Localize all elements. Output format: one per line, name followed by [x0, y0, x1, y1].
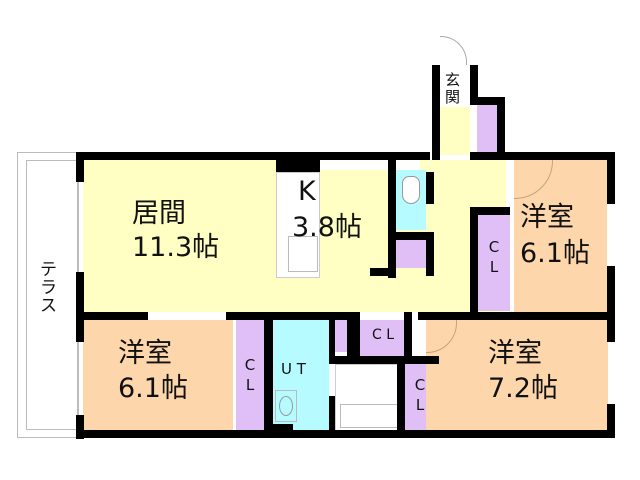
entrance-step [440, 65, 470, 107]
kitchen-name: K [298, 176, 316, 207]
wall-kitchen-top [276, 152, 320, 172]
wall-shoe-right [497, 97, 505, 160]
wall-closet-ne-left [470, 207, 478, 315]
room-se [426, 320, 608, 432]
wall-cl-center-right [404, 312, 412, 364]
shoe-closet [477, 105, 497, 153]
wall-cl-center-left [347, 312, 360, 356]
wall-east-mid [607, 266, 615, 342]
closet-sw-label-l: L [245, 376, 255, 394]
kitchen-sink [288, 236, 318, 272]
wall-bath-top [329, 356, 439, 364]
room-sw-size: 6.1帖 [118, 373, 188, 404]
wall-toilet-left [388, 160, 396, 278]
wall-north-left [76, 152, 276, 160]
wall-toilet-bottom [370, 268, 396, 276]
washbasin [275, 390, 297, 422]
washbasin-icon [279, 396, 293, 416]
wall-middle-mid [226, 312, 356, 320]
wall-south [76, 430, 615, 438]
room-ne-name: 洋室 [520, 202, 574, 233]
wall-east-bottom [607, 404, 615, 438]
utility-label: U T [281, 360, 306, 378]
wall-shoe-top [470, 97, 505, 105]
room-se-size: 7.2帖 [488, 373, 558, 404]
entrance-floor [440, 105, 470, 155]
wall-bath-right [397, 364, 405, 438]
closet-ne-label-l: L [489, 258, 499, 276]
wall-sw-closet [264, 312, 273, 438]
closet-sw-label-c: C [244, 356, 256, 374]
wall-toilet-right2 [426, 232, 434, 276]
wall-toilet-right [426, 172, 434, 204]
room-sw [83, 320, 233, 432]
closet-center [360, 320, 404, 356]
wall-entrance-right [470, 65, 478, 105]
wall-ut-bottom [273, 424, 293, 432]
terrace-label: テラス [40, 260, 57, 316]
kitchen-size: 3.8帖 [292, 212, 362, 243]
room-sw-name: 洋室 [118, 338, 172, 369]
wall-north-mid [320, 152, 430, 160]
wall-west-mid [76, 272, 84, 342]
wall-middle-left [76, 312, 148, 320]
wall-west-bottom [76, 415, 84, 439]
toilet-icon [402, 176, 420, 204]
closet-toilet [396, 240, 426, 268]
closet-center-left [335, 320, 347, 352]
entrance-label: 玄関 [445, 71, 461, 106]
wall-ut-right [329, 312, 335, 362]
closet-se-label-l: L [415, 396, 425, 414]
closet-ne [478, 215, 510, 311]
closet-se-label-c: C [414, 376, 426, 394]
wall-bath-left [329, 396, 335, 438]
wall-entrance-left [432, 65, 440, 160]
living-room [83, 158, 282, 312]
closet-ne-label-c: C [488, 238, 500, 256]
wall-north-right [470, 152, 615, 160]
wall-middle-right [418, 312, 615, 320]
closet-center-label: C L [371, 327, 395, 343]
living-room-size: 11.3帖 [132, 232, 220, 263]
room-se-name: 洋室 [488, 338, 542, 369]
closet-sw [236, 320, 264, 432]
entrance-door-arc [440, 36, 467, 65]
wall-toilet-mid [396, 232, 434, 240]
room-ne-size: 6.1帖 [520, 238, 590, 269]
wall-east-top [607, 152, 615, 204]
kitchen-counter [276, 172, 320, 278]
living-room-name: 居間 [132, 198, 186, 229]
wall-west-top [76, 152, 84, 182]
bathtub [340, 404, 398, 428]
wall-closet-ne-top [470, 207, 510, 215]
